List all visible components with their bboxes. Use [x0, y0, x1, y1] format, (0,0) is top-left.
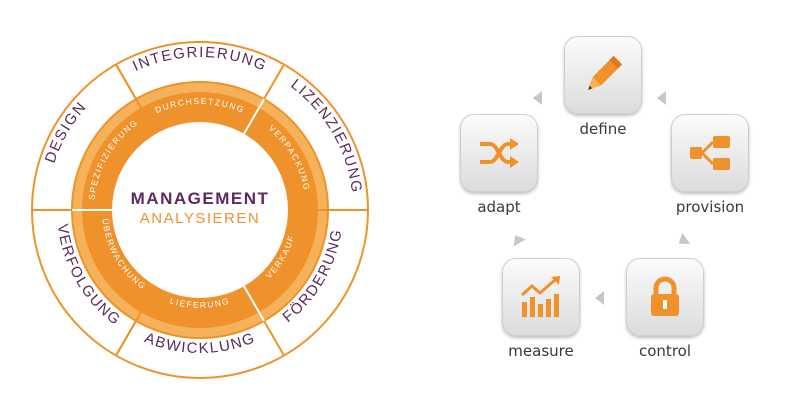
- workflow-icon: [690, 136, 730, 170]
- step-define: define: [563, 36, 643, 138]
- wheel-center: [112, 122, 288, 298]
- outer-divider: [115, 64, 137, 100]
- adapt-tile: [460, 114, 538, 192]
- step-measure: measure: [501, 258, 581, 360]
- provision-tile: [671, 114, 749, 192]
- shuffle-icon: [480, 138, 519, 168]
- step-label-define: define: [579, 120, 627, 138]
- measure-tile: [502, 258, 580, 336]
- bar-chart-icon: [520, 276, 560, 317]
- pen-icon: [588, 55, 623, 90]
- wheel-center-subtitle: ANALYSIEREN: [140, 210, 260, 227]
- arrow-control-to-measure: [595, 291, 604, 305]
- outer-divider: [115, 320, 137, 356]
- lifecycle-wheel: INTEGRIERUNGDURCHSETZUNGLIZENZIERUNGVERP…: [31, 41, 369, 379]
- step-control: control: [625, 258, 705, 360]
- arrow-define-to-adapt: [533, 91, 542, 105]
- step-label-control: control: [639, 342, 691, 360]
- arrow-provision-to-control: [674, 232, 691, 250]
- lock-icon: [651, 276, 679, 316]
- step-adapt: adapt: [459, 114, 539, 216]
- wheel-center-title: MANAGEMENT: [131, 189, 270, 208]
- outer-divider: [263, 64, 285, 100]
- step-provision: provision: [670, 114, 750, 216]
- arrow-provision-to-define: [657, 91, 666, 105]
- define-tile: [564, 36, 642, 114]
- step-label-provision: provision: [675, 198, 745, 216]
- control-tile: [626, 258, 704, 336]
- outer-divider: [263, 320, 285, 356]
- step-label-adapt: adapt: [477, 198, 521, 216]
- step-label-measure: measure: [508, 342, 574, 360]
- inner-segment-label: LIEFERUNG: [169, 295, 231, 310]
- arrow-measure-to-adapt: [509, 231, 526, 247]
